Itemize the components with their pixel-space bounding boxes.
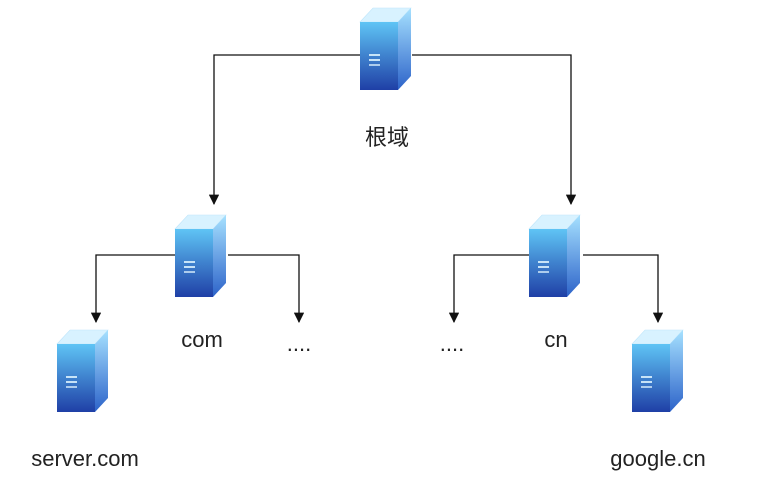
node-label-com: com: [181, 327, 223, 352]
edge-root-cn: [412, 54, 577, 206]
edge-root-com: [208, 54, 360, 206]
edge-com-server-com: [90, 254, 175, 324]
node-label-server-com: server.com: [31, 446, 139, 471]
node-cn: cn: [528, 214, 581, 352]
server-icon: [631, 329, 684, 413]
connectors: [90, 54, 664, 324]
node-label-root: 根域: [365, 126, 409, 151]
server-icon: [359, 7, 412, 91]
server-icon: [56, 329, 109, 413]
edge-cn-google-cn: [583, 254, 664, 324]
node-server-com: server.com: [31, 329, 139, 471]
node-label-com-more: ....: [287, 331, 311, 356]
node-root: 根域: [359, 7, 412, 151]
node-label-cn-more: ....: [440, 331, 464, 356]
node-google-cn: google.cn: [610, 329, 706, 471]
edge-com-more: [228, 254, 305, 324]
node-label-google-cn: google.cn: [610, 446, 705, 471]
node-com: com: [174, 214, 227, 352]
node-label-cn: cn: [544, 327, 567, 352]
server-icon: [174, 214, 227, 298]
edge-cn-more: [448, 254, 529, 324]
server-icon: [528, 214, 581, 298]
